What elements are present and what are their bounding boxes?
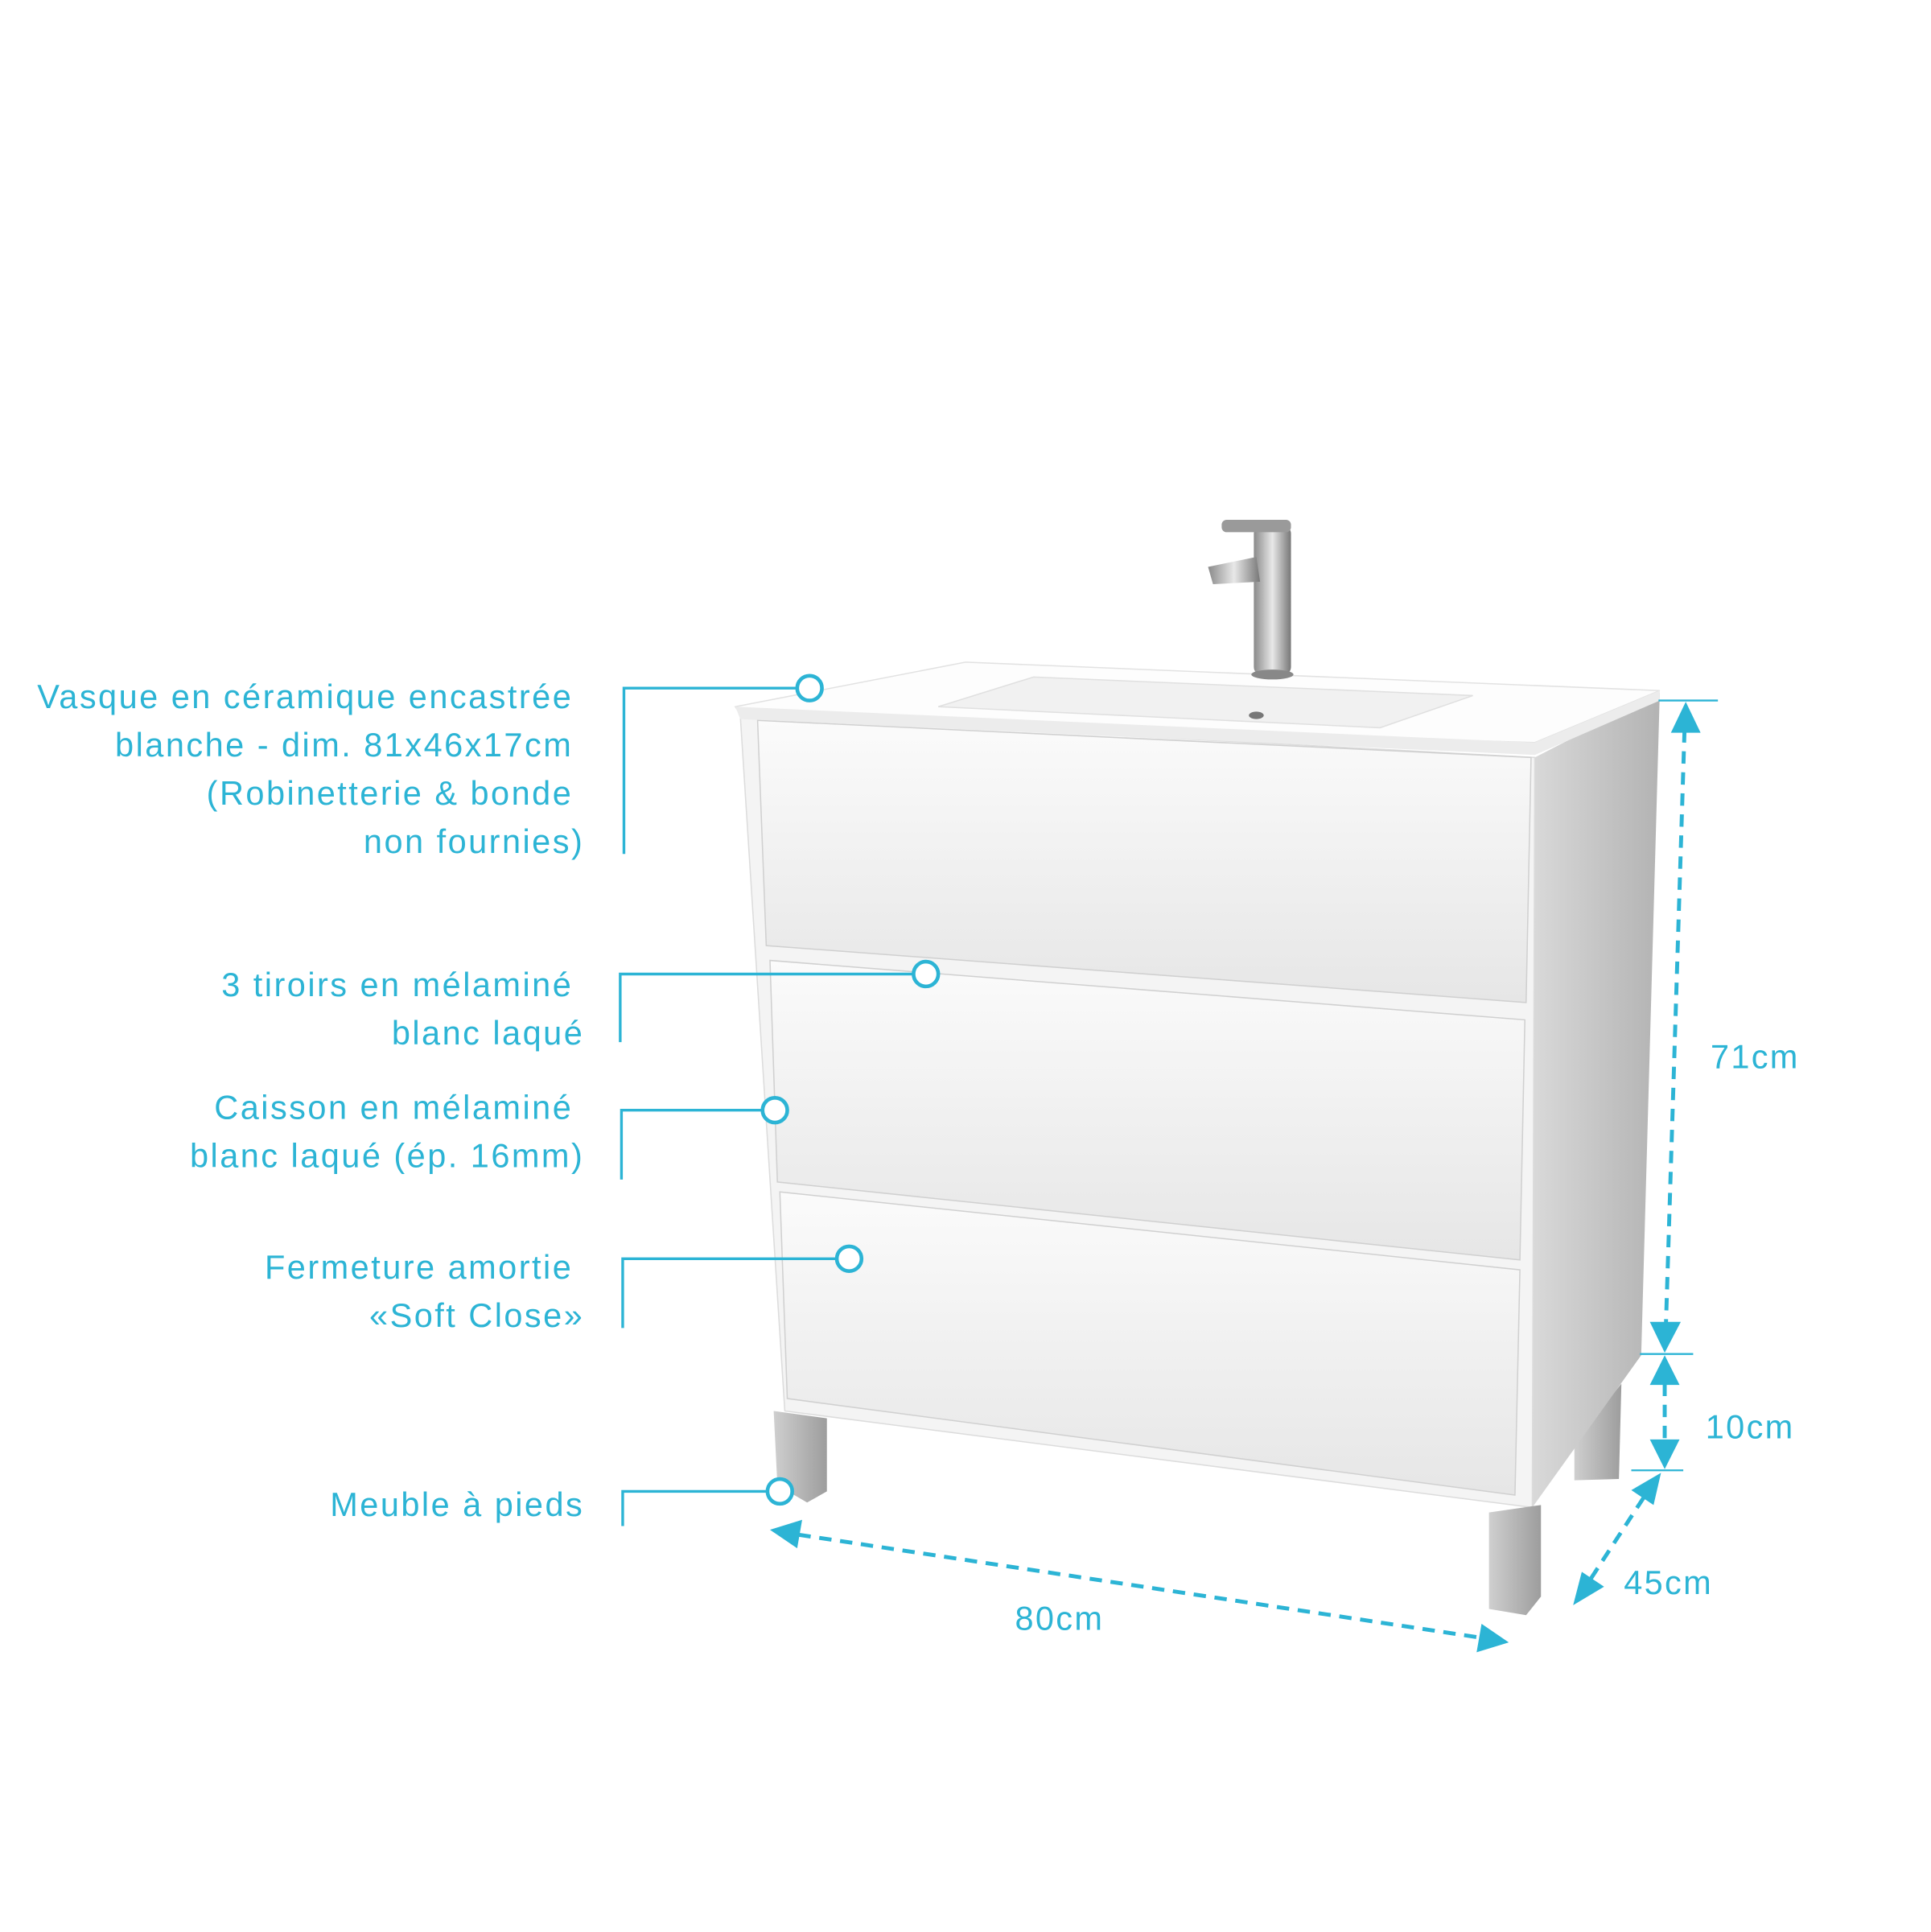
callout-tiroirs: 3 tiroirs en mélaminé blanc laqué — [221, 959, 941, 1052]
callout-fermeture: Fermeture amortie «Soft Close» — [265, 1244, 864, 1334]
callout-marker — [795, 674, 824, 702]
callout-marker — [765, 1477, 794, 1506]
dimension-10cm-label: 10cm — [1706, 1407, 1795, 1445]
drawer-3 — [779, 1191, 1521, 1496]
callout-pieds: Meuble à pieds — [330, 1477, 794, 1526]
callout-vasque-text: Vasque en céramique encastrée blanche - … — [37, 678, 584, 860]
front-right-leg — [1488, 1505, 1542, 1616]
drawer-1 — [756, 719, 1532, 1003]
dimension-80cm-label: 80cm — [1015, 1600, 1105, 1637]
ceramic-top-edge — [735, 690, 1660, 756]
callout-pieds-text: Meuble à pieds — [330, 1485, 584, 1523]
callout-tiroirs-text: 3 tiroirs en mélaminé blanc laqué — [221, 966, 584, 1052]
dimension-71cm: 71cm — [1649, 699, 1800, 1353]
vanity-cabinet — [734, 520, 1661, 1616]
callout-marker — [834, 1244, 864, 1273]
dimension-45cm-label: 45cm — [1624, 1563, 1713, 1601]
faucet-icon — [1208, 520, 1294, 680]
callout-fermeture-text: Fermeture amortie «Soft Close» — [265, 1248, 584, 1334]
dimension-71cm-label: 71cm — [1711, 1037, 1800, 1075]
callout-caisson: Caisson en mélaminé blanc laqué (ép. 16m… — [190, 1088, 789, 1180]
callout-caisson-text: Caisson en mélaminé blanc laqué (ép. 16m… — [190, 1088, 584, 1174]
cabinet-side — [1532, 693, 1660, 1508]
callout-marker — [760, 1096, 789, 1125]
dimension-10cm: 10cm — [1631, 1353, 1795, 1472]
back-right-leg — [1574, 1383, 1622, 1481]
basin — [937, 676, 1473, 729]
callout-marker — [912, 959, 941, 989]
drain-hole — [1249, 711, 1264, 719]
dimension-45cm: 45cm — [1573, 1473, 1713, 1605]
dimension-80cm: 80cm — [769, 1519, 1509, 1653]
callout-vasque: Vasque en céramique encastrée blanche - … — [37, 674, 824, 860]
